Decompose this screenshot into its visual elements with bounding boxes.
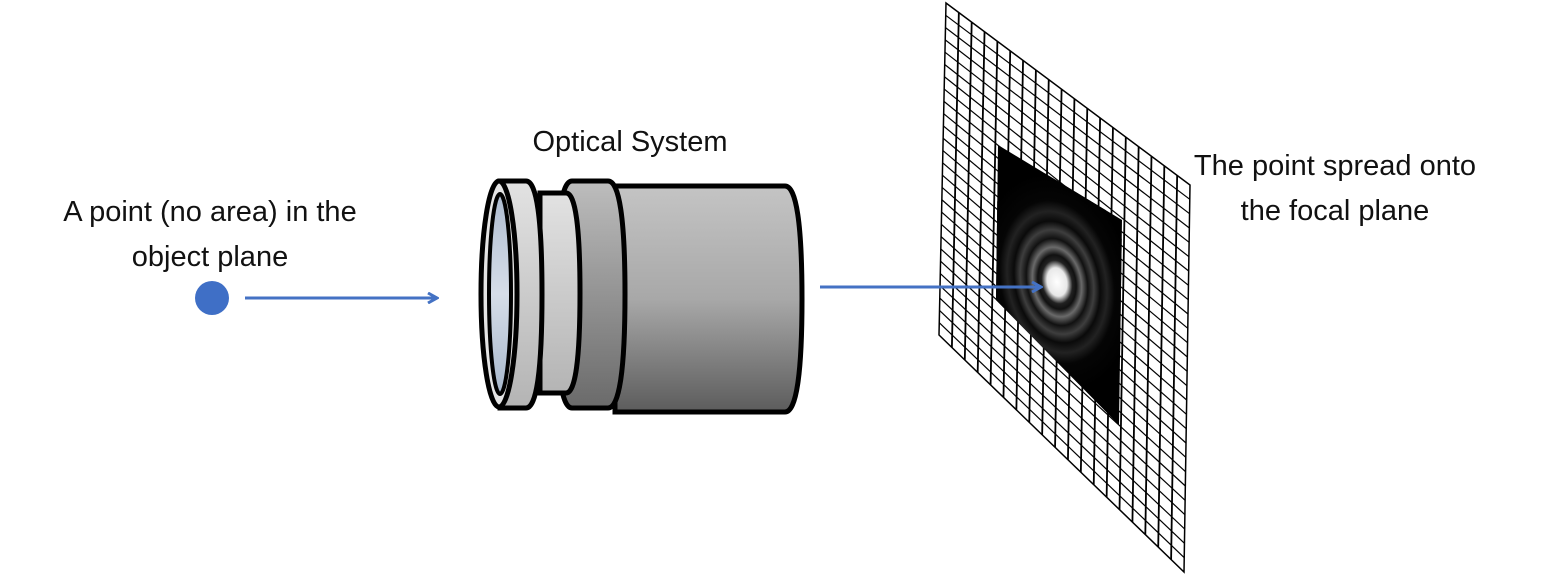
grid-line-vertical	[989, 41, 999, 385]
object-point-label-line2: object plane	[131, 241, 289, 273]
grid-line-horizontal	[939, 273, 1186, 501]
focal-plane-label: The point spread onto the focal plane	[1160, 144, 1510, 234]
grid-line-vertical	[963, 22, 973, 360]
grid-line-horizontal	[938, 322, 1185, 559]
grid-line-vertical	[976, 31, 986, 373]
grid-line-horizontal	[940, 260, 1186, 487]
focal-plane-label-line2: the focal plane	[1240, 195, 1430, 227]
grid-line-horizontal	[939, 297, 1186, 530]
grid-line-horizontal	[944, 64, 1190, 258]
grid-line-vertical	[1131, 146, 1140, 523]
object-point-label-line1: A point (no area) in the	[63, 196, 357, 228]
object-point-label: A point (no area) in the object plane	[20, 190, 400, 280]
grid-line-vertical	[950, 12, 960, 348]
lens-barrel-icon	[478, 178, 805, 415]
grid-line-vertical	[1144, 156, 1153, 535]
grid-line-horizontal	[944, 39, 1190, 229]
grid-line-horizontal	[945, 27, 1190, 215]
grid-line-vertical	[1157, 165, 1166, 548]
grid-line-horizontal	[939, 309, 1185, 544]
grid-line-horizontal	[944, 51, 1190, 243]
optical-system-label: Optical System	[532, 126, 728, 158]
grid-line-vertical	[1118, 137, 1127, 510]
grid-line-horizontal	[944, 76, 1190, 272]
point-source-icon	[195, 281, 229, 315]
grid-line-horizontal	[945, 14, 1191, 200]
grid-line-vertical	[1170, 175, 1179, 560]
grid-line-horizontal	[939, 285, 1186, 516]
focal-plane-label-line1: The point spread onto	[1193, 150, 1477, 182]
